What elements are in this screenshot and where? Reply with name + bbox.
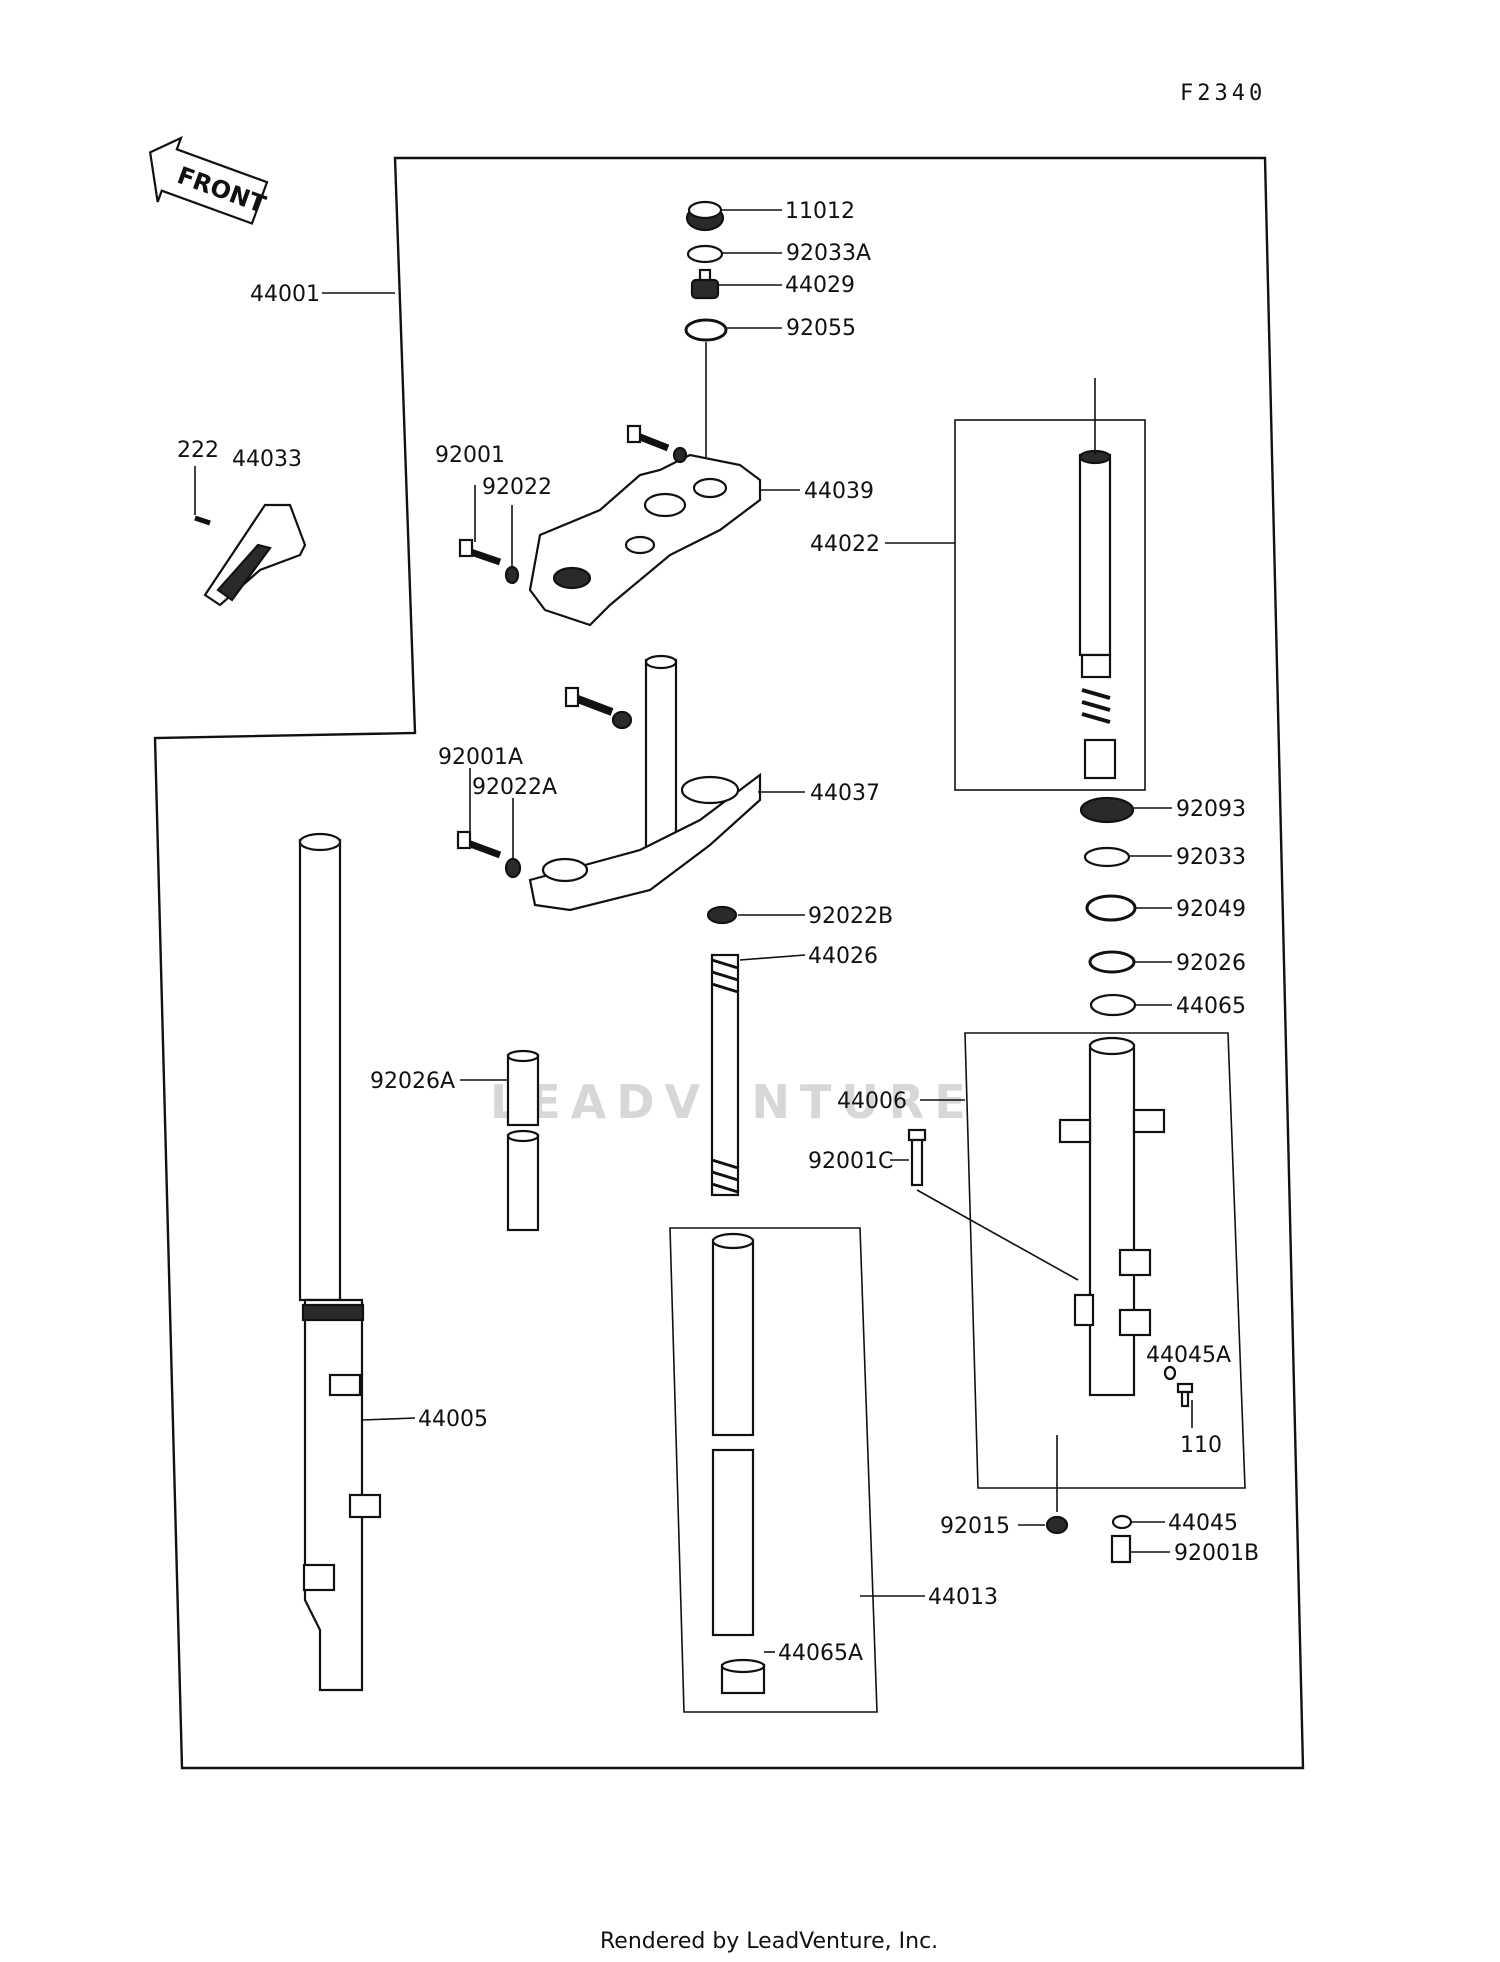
label-222: 222: [177, 438, 219, 463]
cap-11012: [685, 200, 725, 232]
box-44006: [964, 1032, 1246, 1489]
bolt-92001a: [456, 830, 502, 859]
circlip-92033: [1083, 846, 1131, 868]
front-direction-arrow: FRONT: [148, 135, 270, 225]
label-11012: 11012: [785, 199, 855, 224]
label-92055: 92055: [786, 316, 856, 341]
label-92033a: 92033A: [786, 241, 871, 266]
washer-44045: [1111, 1514, 1133, 1530]
label-92015: 92015: [940, 1514, 1010, 1539]
seal-92049: [1085, 894, 1137, 922]
fork-spring-44022: [1078, 449, 1117, 780]
label-92033: 92033: [1176, 845, 1246, 870]
label-44033: 44033: [232, 447, 302, 472]
bolt-92001: [458, 538, 502, 566]
figure-code: F2340: [1180, 81, 1266, 106]
bolt-stem: [564, 686, 633, 730]
label-44022: 44022: [810, 532, 880, 557]
screw-110: [1176, 1382, 1194, 1408]
box-44013: [669, 1227, 878, 1713]
damper-rod-44026: [710, 953, 740, 1197]
bolt-92001b: [1110, 1534, 1132, 1564]
fork-tube-44005: [298, 832, 382, 1692]
label-92001b: 92001B: [1174, 1541, 1259, 1566]
o-ring-92033a: [686, 244, 724, 264]
label-44026: 44026: [808, 944, 878, 969]
label-44013: 44013: [928, 1585, 998, 1610]
label-92026a: 92026A: [370, 1069, 455, 1094]
drain-92015: [1045, 1515, 1069, 1535]
washer-92022: [504, 565, 520, 585]
label-92026: 92026: [1176, 951, 1246, 976]
label-44001: 44001: [250, 282, 320, 307]
cap-92093: [1079, 796, 1135, 824]
upper-bracket-44039: [528, 453, 762, 627]
bushing-44065: [1089, 993, 1137, 1017]
label-44065: 44065: [1176, 994, 1246, 1019]
label-110: 110: [1180, 1433, 1222, 1458]
label-92049: 92049: [1176, 897, 1246, 922]
box-44022: [954, 419, 1146, 791]
label-44029: 44029: [785, 273, 855, 298]
screw-222: [194, 515, 211, 526]
holder-44033: [203, 503, 307, 607]
o-ring-92055: [684, 318, 728, 342]
washer-44045a: [1163, 1365, 1177, 1381]
washer-92026: [1088, 950, 1136, 974]
outer-tube-44006: [1058, 1036, 1166, 1397]
label-44039: 44039: [804, 479, 874, 504]
assembly-frame: [153, 156, 1305, 1770]
label-92022: 92022: [482, 475, 552, 500]
label-44045: 44045: [1168, 1511, 1238, 1536]
label-44005: 44005: [418, 1407, 488, 1432]
washer-92022b: [706, 905, 738, 925]
bolt-upper-right: [626, 424, 688, 464]
bolt-92001c: [907, 1128, 927, 1187]
label-92001: 92001: [435, 443, 505, 468]
steering-stem-44037: [528, 654, 762, 912]
valve-44029: [690, 268, 720, 300]
collar-92026a: [506, 1049, 540, 1232]
washer-92022a: [504, 857, 522, 879]
footer-credit: Rendered by LeadVenture, Inc.: [600, 1929, 938, 1954]
label-92093: 92093: [1176, 797, 1246, 822]
label-44045a: 44045A: [1146, 1343, 1231, 1368]
label-92022a: 92022A: [472, 775, 557, 800]
label-92022b: 92022B: [808, 904, 893, 929]
label-44006: 44006: [837, 1089, 907, 1114]
inner-tube-44013: [711, 1232, 766, 1695]
label-92001c: 92001C: [808, 1149, 893, 1174]
label-44065a: 44065A: [778, 1641, 863, 1666]
label-92001a: 92001A: [438, 745, 523, 770]
label-44037: 44037: [810, 781, 880, 806]
